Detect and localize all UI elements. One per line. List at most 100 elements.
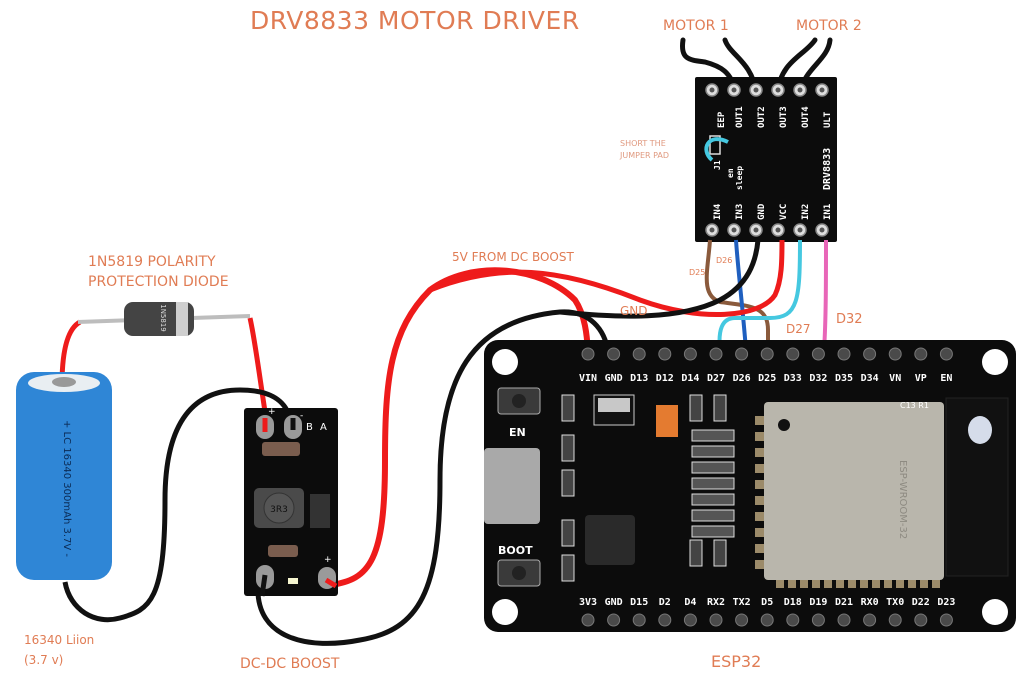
diode-marking: 1N5819 bbox=[159, 304, 167, 332]
drv-top-pin-label: OUT3 bbox=[779, 106, 789, 128]
esp-bottom-pin-hole bbox=[914, 613, 928, 627]
esp-top-pin-label: GND bbox=[605, 373, 623, 384]
esp-bottom-pin-label: D2 bbox=[659, 597, 671, 608]
esp-top-pin-label: D33 bbox=[784, 373, 802, 384]
esp-top-pin-label: D27 bbox=[707, 373, 725, 384]
esp-bottom-pin-label: RX0 bbox=[861, 597, 879, 608]
wire-d27 bbox=[717, 239, 802, 351]
esp-bottom-pin-hole bbox=[939, 613, 953, 627]
drv-silk-sleep: sleep bbox=[735, 166, 744, 190]
boost-mark-a: A bbox=[320, 422, 327, 433]
esp-bottom-pin-label: D4 bbox=[684, 597, 696, 608]
schottky-diode bbox=[310, 494, 330, 528]
esp-bottom-pin-label: D22 bbox=[912, 597, 930, 608]
drv-bottom-pin-label: IN4 bbox=[713, 203, 723, 220]
esp-bottom-pin-label: 3V3 bbox=[579, 597, 597, 608]
wire-d26 bbox=[734, 239, 748, 351]
battery-label: 16340 Liion (3.7 v) bbox=[24, 630, 94, 670]
esp-bottom-pin-hole bbox=[709, 613, 723, 627]
esp-top-pin-hole bbox=[786, 347, 800, 361]
en-button-label: EN bbox=[509, 426, 526, 439]
esp-top-pin-hole bbox=[888, 347, 902, 361]
diode-1n5819: 1N5819 bbox=[77, 302, 251, 336]
d25-label: D25 bbox=[689, 268, 706, 277]
motor1-label: MOTOR 1 bbox=[663, 18, 729, 34]
esp-bottom-pin-hole bbox=[888, 613, 902, 627]
jumper-label: SHORT THE JUMPER PAD bbox=[620, 138, 669, 162]
drv8833-pcb bbox=[695, 77, 837, 242]
esp-bottom-pin-hole bbox=[863, 613, 877, 627]
esp-top-pin-hole bbox=[735, 347, 749, 361]
esp-wroom-32-module bbox=[764, 402, 944, 580]
diode-label-line1: 1N5819 POLARITY bbox=[88, 254, 216, 270]
esp-top-pin-label: D35 bbox=[835, 373, 853, 384]
esp-top-pin-label: D12 bbox=[656, 373, 674, 384]
boost-plus-in: + bbox=[268, 407, 276, 417]
esp-bottom-pin-hole bbox=[632, 613, 646, 627]
esp-bottom-pin-label: TX2 bbox=[733, 597, 751, 608]
wire-d32 bbox=[822, 239, 828, 351]
boot-button-label: BOOT bbox=[498, 544, 533, 557]
esp-top-pin-hole bbox=[607, 347, 621, 361]
drv-bottom-pin-label: GND bbox=[757, 203, 767, 220]
jumper-label-line1: SHORT THE bbox=[620, 139, 666, 148]
esp-bottom-pin-label: TX0 bbox=[886, 597, 904, 608]
esp-top-pin-hole bbox=[863, 347, 877, 361]
esp-bottom-pin-hole bbox=[786, 613, 800, 627]
battery-label-line2: (3.7 v) bbox=[24, 653, 64, 667]
esp-bottom-pin-hole bbox=[683, 613, 697, 627]
tantalum-capacitor bbox=[656, 405, 678, 437]
esp-top-pin-label: D26 bbox=[733, 373, 751, 384]
esp-top-pin-hole bbox=[939, 347, 953, 361]
drv-top-pin-label: OUT2 bbox=[757, 106, 767, 128]
drv-silk-j1: J1 bbox=[713, 160, 722, 170]
esp-top-pin-label: EN bbox=[940, 373, 952, 384]
battery-16340: + LC 16340 300mAh 3.7V - bbox=[16, 372, 112, 580]
battery-body bbox=[16, 372, 112, 580]
esp-top-pin-hole bbox=[837, 347, 851, 361]
drv-top-pin-label: OUT4 bbox=[801, 106, 811, 128]
esp32-label: ESP32 bbox=[711, 652, 762, 671]
esp-top-pin-label: D34 bbox=[861, 373, 879, 384]
boost-label: DC-DC BOOST bbox=[240, 656, 340, 672]
esp-top-pin-hole bbox=[658, 347, 672, 361]
esp-top-pin-label: D25 bbox=[758, 373, 776, 384]
esp-bottom-pin-label: D5 bbox=[761, 597, 773, 608]
boost-board: 3R3 + - A B + bbox=[244, 407, 338, 596]
module-small-silk: C13 R1 bbox=[900, 401, 929, 410]
esp-bottom-pin-hole bbox=[607, 613, 621, 627]
esp-bottom-pin-hole bbox=[658, 613, 672, 627]
antenna-mark bbox=[968, 416, 992, 444]
inductor-marking: 3R3 bbox=[270, 505, 288, 515]
wire-battery-minus bbox=[62, 387, 293, 623]
diode-label: 1N5819 POLARITY PROTECTION DIODE bbox=[88, 252, 229, 292]
esp-top-pin-hole bbox=[914, 347, 928, 361]
jumper-label-line2: JUMPER PAD bbox=[620, 151, 670, 160]
esp-bottom-pin-hole bbox=[760, 613, 774, 627]
diode-label-line2: PROTECTION DIODE bbox=[88, 274, 229, 290]
drv-silk-en: en bbox=[726, 168, 735, 178]
gnd-label: GND bbox=[620, 304, 648, 318]
drv-silk-model: DRV8833 bbox=[822, 148, 833, 190]
diode-cathode-band bbox=[176, 302, 188, 336]
drv-bottom-pin-label: IN1 bbox=[823, 204, 833, 220]
esp-bottom-pin-label: GND bbox=[605, 597, 623, 608]
esp-bottom-pin-label: D18 bbox=[784, 597, 802, 608]
esp-bottom-pin-label: RX2 bbox=[707, 597, 725, 608]
boost-minus-in: - bbox=[300, 411, 303, 421]
module-marking: ESP-WROOM-32 bbox=[897, 460, 908, 539]
esp-top-pin-label: D14 bbox=[681, 373, 699, 384]
esp-top-pin-hole bbox=[760, 347, 774, 361]
usb-uart-chip bbox=[585, 515, 635, 565]
esp-top-pin-hole bbox=[581, 347, 595, 361]
micro-usb-port[interactable] bbox=[484, 448, 540, 524]
wire-5v-vin bbox=[329, 267, 591, 588]
esp-top-pin-label: D13 bbox=[630, 373, 648, 384]
esp-bottom-pin-label: D15 bbox=[630, 597, 648, 608]
esp-top-pin-label: VIN bbox=[579, 373, 597, 384]
esp-top-pin-hole bbox=[683, 347, 697, 361]
esp-top-pin-label: VP bbox=[915, 373, 927, 384]
battery-label-line1: 16340 Liion bbox=[24, 633, 95, 647]
motor2-label: MOTOR 2 bbox=[796, 18, 862, 34]
